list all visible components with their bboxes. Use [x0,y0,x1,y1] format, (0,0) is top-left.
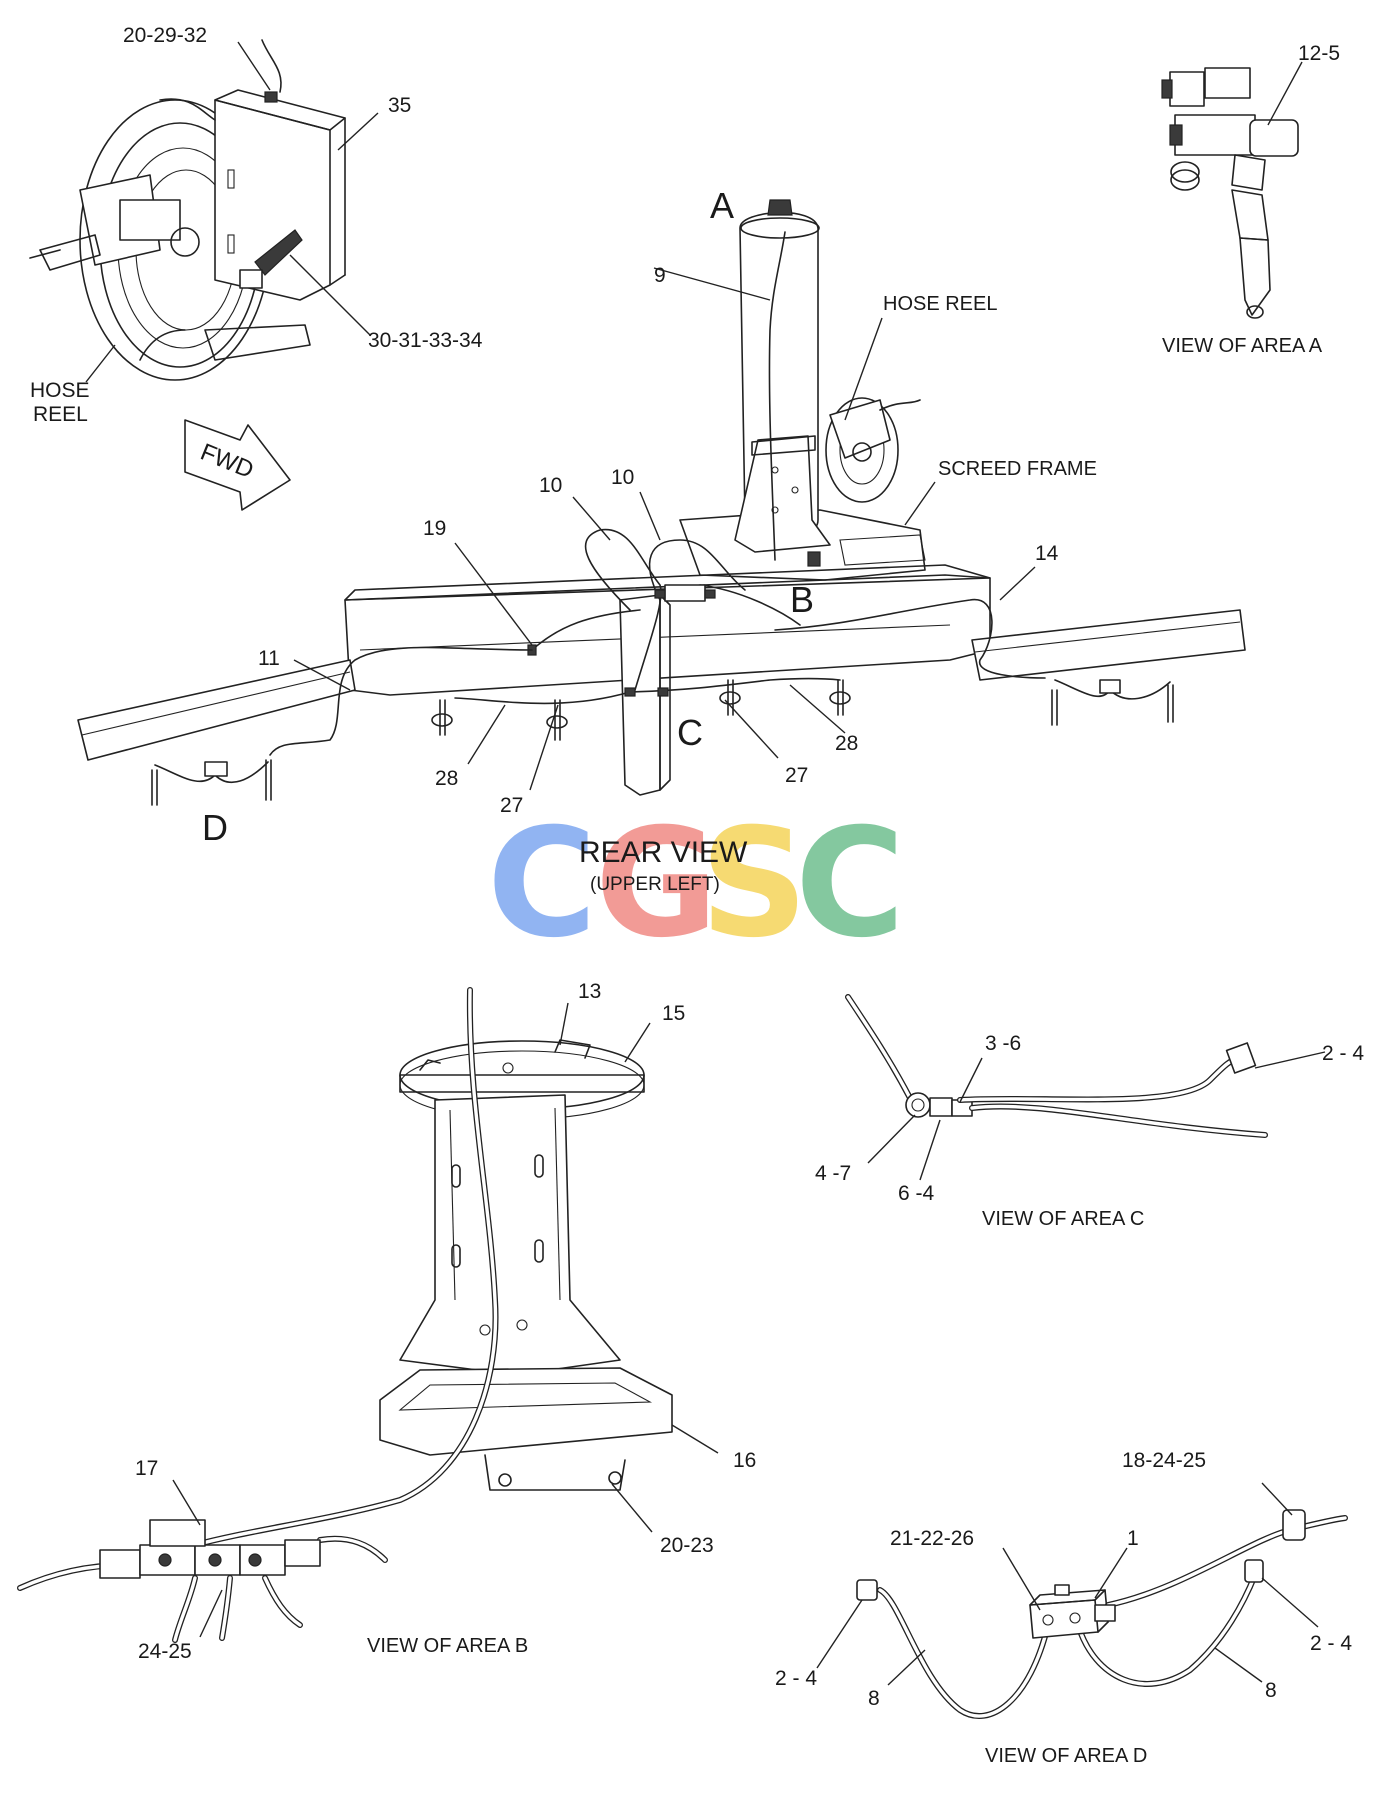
leader-screed-frame [904,481,936,526]
leader-1 [1094,1547,1128,1599]
watermark: C G S C [487,797,905,971]
callout-15: 15 [662,1002,685,1025]
callout-17: 17 [135,1457,158,1480]
callout-10b: 10 [611,466,634,489]
callout-2-4: 2 - 4 [1322,1042,1364,1065]
leader-15 [624,1022,651,1063]
view-d-drawing [856,1509,1348,1719]
leader-18-24-25 [1261,1482,1293,1516]
leader-20-23 [611,1483,653,1533]
leader-17 [172,1479,201,1526]
leader-12-5 [1267,61,1303,126]
leader-13 [559,1002,569,1046]
leader-8b [1214,1647,1263,1683]
callout-30-31-33-34: 30-31-33-34 [368,329,483,352]
leader-10a [572,496,611,541]
watermark-letter-c2: C [795,797,905,971]
callout-3-6: 3 -6 [985,1032,1021,1055]
leader-8a [887,1649,926,1686]
callout-1: 1 [1127,1527,1139,1550]
callout-28a: 28 [435,767,458,790]
area-letter-c: C [677,712,703,753]
leader-hose-reel-inset [85,344,116,383]
callout-10a: 10 [539,474,562,497]
hose-reel-inset-label-line1: HOSE [30,379,90,402]
view-a-drawing [1161,67,1299,319]
screed-frame-label: SCREED FRAME [938,458,1097,480]
callout-11: 11 [258,647,280,670]
callout-24-25: 24-25 [138,1640,192,1663]
rear-view-title: REAR VIEW [579,836,748,869]
leader-9 [653,267,771,301]
callout-8b: 8 [1265,1679,1277,1702]
leader-14 [999,566,1036,601]
watermark-letter-c1: C [487,797,597,971]
callout-13: 13 [578,980,601,1003]
view-d-caption: VIEW OF AREA D [985,1745,1147,1767]
callout-21-22-26: 21-22-26 [890,1527,974,1550]
watermark-letter-s: S [700,797,808,971]
leader-28a [467,704,506,765]
callout-18-24-25: 18-24-25 [1122,1449,1206,1472]
leader-6-4 [919,1119,941,1181]
leader-2-4a [816,1599,863,1669]
leader-28b [789,684,846,734]
leader-20-29-32 [237,41,271,91]
hose-reel-label: HOSE REEL [883,293,997,315]
area-letter-a: A [710,185,734,226]
view-a-caption: VIEW OF AREA A [1162,335,1323,357]
callout-2-4b: 2 - 4 [1310,1632,1352,1655]
leader-16 [671,1424,719,1454]
leader-35 [337,112,379,151]
callout-14: 14 [1035,542,1059,565]
view-c-caption: VIEW OF AREA C [982,1208,1144,1230]
rear-view-drawing [77,199,1246,806]
callout-16: 16 [733,1449,756,1472]
callout-27a: 27 [500,794,523,817]
watermark-letter-g: G [595,797,718,971]
callout-9: 9 [654,264,666,287]
leader-hose-reel-top [844,317,883,421]
callout-8a: 8 [868,1687,880,1710]
callout-2-4a: 2 - 4 [775,1667,817,1690]
leader-27b [724,699,779,759]
callout-35: 35 [388,94,411,117]
callout-28b: 28 [835,732,858,755]
rear-view-subtitle: (UPPER LEFT) [590,874,720,895]
view-b-drawing [17,987,673,1643]
callout-27b: 27 [785,764,808,787]
leader-3-6 [959,1057,983,1103]
callout-20-23: 20-23 [660,1534,714,1557]
callout-12-5: 12-5 [1298,42,1340,65]
view-b-caption: VIEW OF AREA B [367,1635,528,1657]
area-letter-b: B [790,579,814,620]
fwd-arrow: FWD [184,419,291,511]
leader-21-22-26 [1002,1547,1041,1611]
area-letter-d: D [202,807,228,848]
leader-27a [529,704,559,791]
leader-19 [454,542,533,646]
callout-4-7: 4 -7 [815,1162,851,1185]
callout-19: 19 [423,517,446,540]
leader-2-4b [1261,1577,1319,1628]
leader-4-7 [867,1114,916,1164]
callout-20-29-32: 20-29-32 [123,24,207,47]
view-c-drawing [845,994,1268,1138]
callout-6-4: 6 -4 [898,1182,935,1205]
leader-10b [639,491,661,541]
hose-reel-inset-drawing [29,39,346,381]
leader-2-4 [1254,1051,1326,1069]
leader-24-25 [199,1589,223,1638]
leader-11 [293,659,351,691]
hose-reel-inset-label-line2: REEL [33,403,88,426]
leader-30-31-33-34 [289,254,371,336]
